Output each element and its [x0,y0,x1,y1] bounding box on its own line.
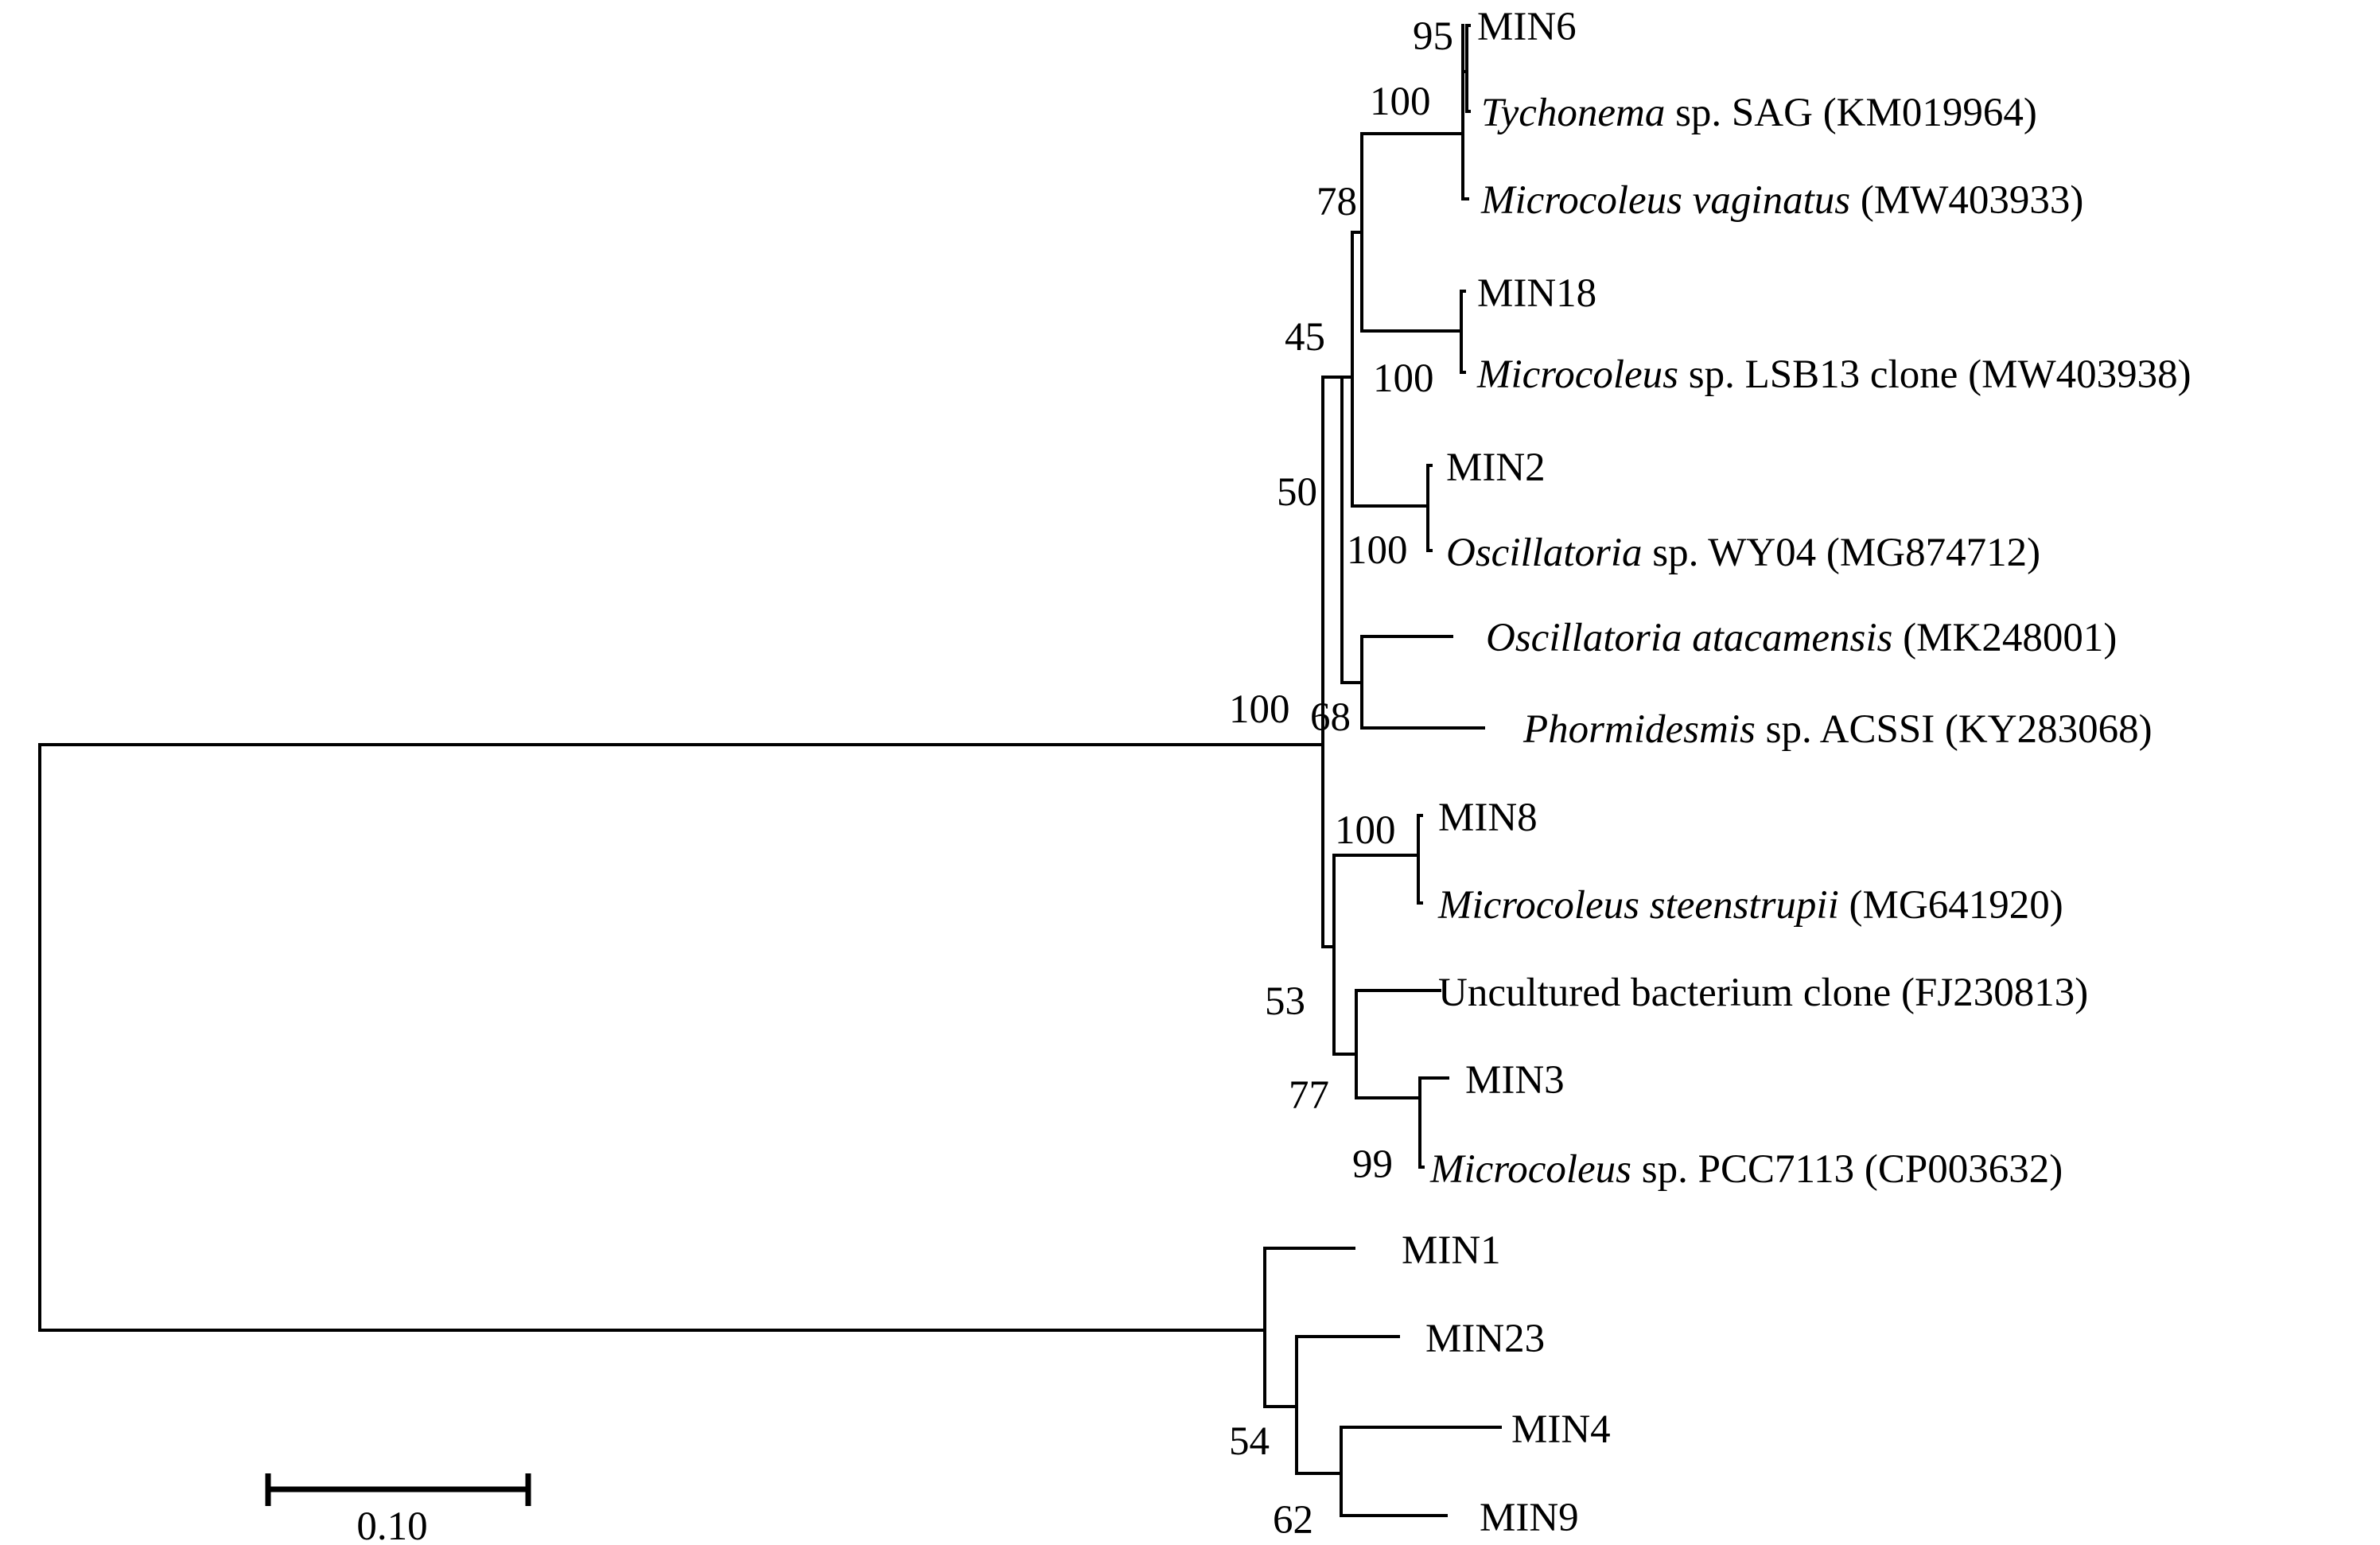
taxon-label: MIN18 [1477,271,1596,316]
taxon-label: MIN8 [1438,796,1538,840]
scale-bar: 0.10 [265,1473,531,1545]
taxon-name-text: (MW403933) [1850,178,2083,223]
bootstrap-value: 62 [1273,1498,1313,1543]
taxon-label: Oscillatoria atacamensis (MK248001) [1486,616,2117,660]
taxon-name-italic: Phormidesmis [1522,707,1756,752]
taxon-name-text: MIN1 [1402,1228,1501,1273]
taxon-label: Microcoleus sp. LSB13 clone (MW403938) [1476,352,2191,397]
taxon-name-italic: Microcoleus [1429,1147,1631,1192]
bootstrap-value: 100 [1347,528,1408,573]
bootstrap-value: 100 [1229,687,1290,732]
scale-bar-label: 0.10 [356,1504,427,1545]
taxon-label: MIN23 [1425,1317,1545,1361]
taxon-label: Microcoleus steenstrupii (MG641920) [1437,883,2063,928]
taxon-name-text: MIN8 [1438,796,1538,840]
taxon-name-italic: Tychonema [1481,91,1665,135]
taxon-name-text: sp. WY04 (MG874712) [1643,531,2041,575]
taxon-label: MIN9 [1480,1496,1579,1540]
taxon-label: MIN3 [1465,1058,1565,1103]
taxon-name-italic: Microcoleus [1476,352,1678,397]
bootstrap-value: 99 [1352,1142,1393,1187]
taxon-name-italic: Microcoleus vaginatus [1480,178,1850,223]
taxon-name-text: sp. ACSSI (KY283068) [1756,707,2152,752]
bootstrap-value: 54 [1229,1419,1270,1464]
taxon-label: MIN2 [1446,446,1546,490]
bootstrap-value: 68 [1310,695,1351,740]
taxon-name-text: MIN9 [1480,1496,1579,1540]
taxon-label: Tychonema sp. SAG (KM019964) [1481,91,2037,135]
taxon-label: MIN6 [1477,5,1577,49]
taxon-name-text: (MK248001) [1892,616,2117,660]
taxon-label: Uncultured bacterium clone (FJ230813) [1438,971,2088,1015]
taxon-name-text: sp. PCC7113 (CP003632) [1631,1147,2063,1192]
taxon-name-text: sp. LSB13 clone (MW403938) [1678,352,2191,397]
taxon-name-text: MIN23 [1425,1317,1545,1361]
bootstrap-value: 45 [1285,315,1325,360]
taxon-label: MIN4 [1511,1407,1611,1452]
bootstrap-value: 100 [1373,356,1434,401]
bootstrap-value: 77 [1289,1073,1329,1118]
bootstrap-value: 100 [1370,80,1431,124]
taxon-name-text: (MG641920) [1839,883,2063,928]
taxon-name-text: MIN4 [1511,1407,1611,1452]
taxon-name-text: MIN3 [1465,1058,1565,1103]
taxon-label: Microcoleus vaginatus (MW403933) [1480,178,2083,223]
taxon-name-italic: Microcoleus steenstrupii [1437,883,1839,928]
taxon-label: Microcoleus sp. PCC7113 (CP003632) [1429,1147,2063,1192]
bootstrap-value: 100 [1335,808,1396,853]
bootstrap-value: 95 [1413,14,1453,59]
bootstrap-value: 53 [1265,979,1305,1024]
tree-branches [38,24,1502,1517]
taxon-name-text: MIN6 [1477,5,1577,49]
bootstrap-value: 78 [1316,180,1357,224]
taxon-name-text: sp. SAG (KM019964) [1665,91,2037,135]
taxon-name-text: Uncultured bacterium clone (FJ230813) [1438,971,2088,1015]
taxon-name-text: MIN2 [1446,446,1546,490]
taxon-name-italic: Oscillatoria atacamensis [1486,616,1892,660]
taxon-name-text: MIN18 [1477,271,1596,316]
bootstrap-value: 50 [1277,470,1317,515]
taxon-name-italic: Oscillatoria [1446,531,1643,575]
taxon-label: MIN1 [1402,1228,1501,1273]
taxon-label: Phormidesmis sp. ACSSI (KY283068) [1522,707,2152,752]
taxon-label: Oscillatoria sp. WY04 (MG874712) [1446,531,2040,575]
